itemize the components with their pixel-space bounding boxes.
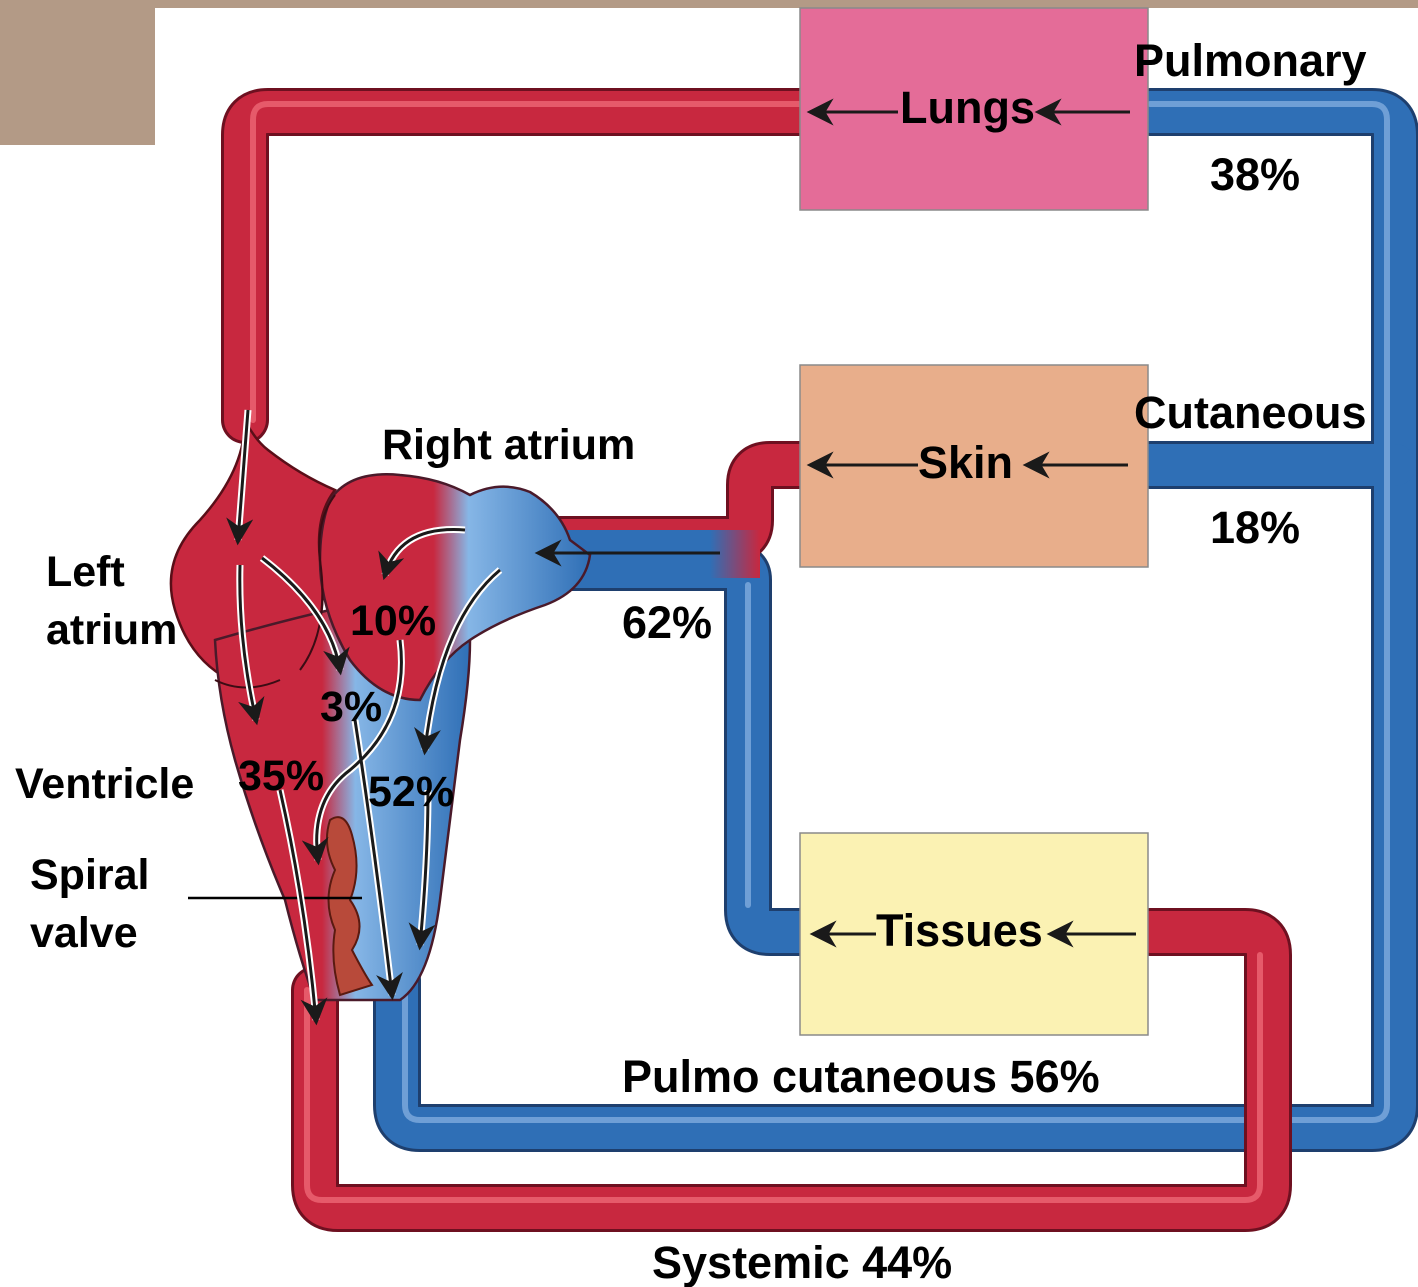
venous-return-percent: 62% bbox=[622, 600, 712, 645]
lungs-label: Lungs bbox=[900, 85, 1035, 130]
pulmonary-percent: 38% bbox=[1210, 152, 1300, 197]
left-atrium-label-line2: atrium bbox=[46, 609, 177, 652]
percent-3: 3% bbox=[320, 686, 382, 729]
percent-52: 52% bbox=[368, 771, 454, 814]
skin-label: Skin bbox=[918, 440, 1013, 485]
right-atrium-label: Right atrium bbox=[382, 424, 635, 467]
percent-35: 35% bbox=[238, 755, 324, 798]
spiral-valve-label-line2: valve bbox=[30, 912, 138, 955]
percent-10: 10% bbox=[350, 600, 436, 643]
pulmo-cutaneous-label: Pulmo cutaneous 56% bbox=[622, 1054, 1100, 1099]
pulmonary-label: Pulmonary bbox=[1134, 38, 1367, 83]
cutaneous-label: Cutaneous bbox=[1134, 390, 1367, 435]
systemic-label: Systemic 44% bbox=[652, 1240, 952, 1285]
spiral-valve-label-line1: Spiral bbox=[30, 854, 150, 897]
ventricle-label: Ventricle bbox=[15, 763, 194, 806]
cutaneous-percent: 18% bbox=[1210, 505, 1300, 550]
tissues-label: Tissues bbox=[876, 908, 1043, 953]
left-atrium-label-line1: Left bbox=[46, 551, 125, 594]
